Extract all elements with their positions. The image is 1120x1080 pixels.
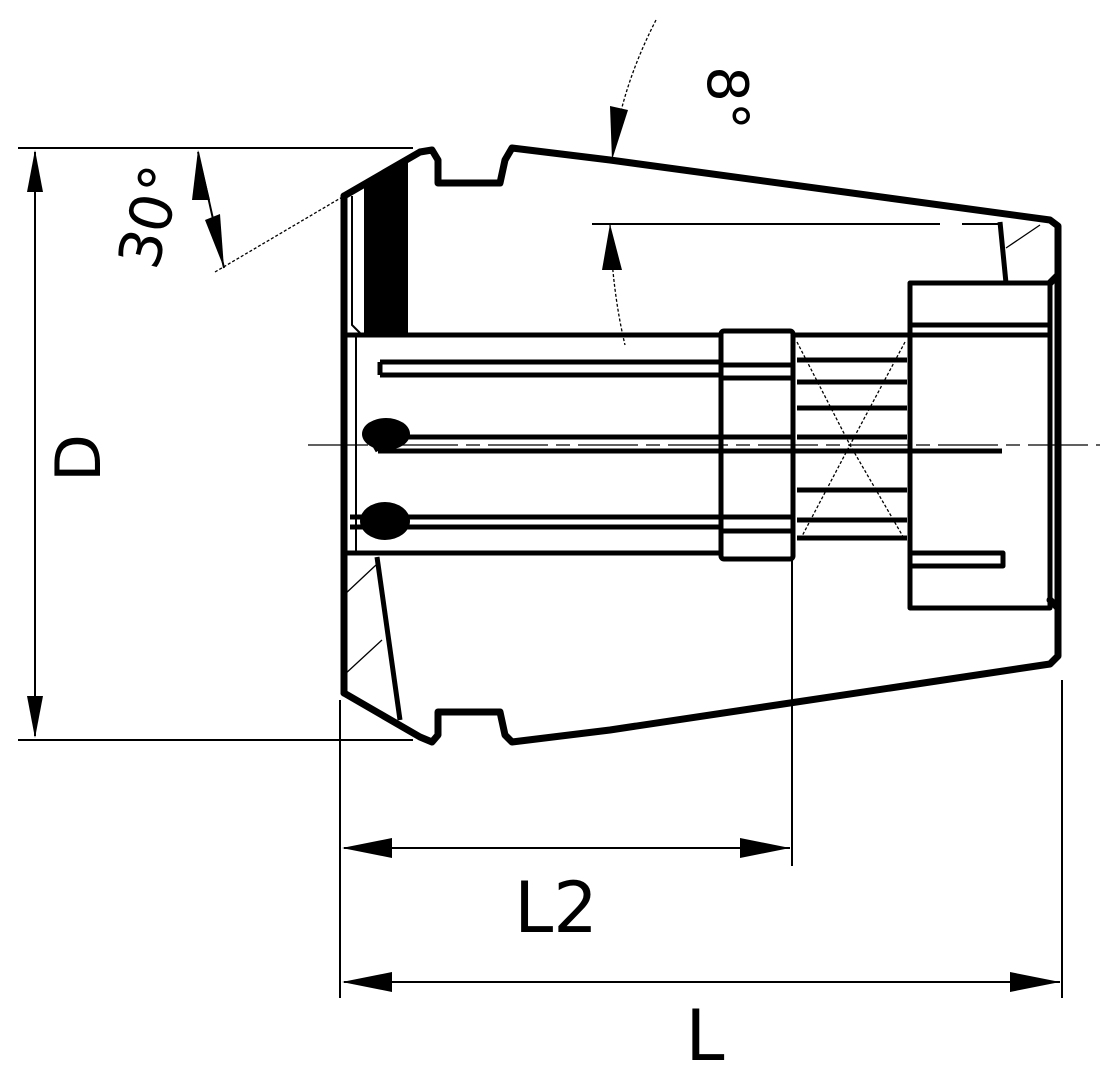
slot-center bbox=[362, 418, 1002, 454]
dimension-L bbox=[342, 680, 1063, 998]
rear-block bbox=[907, 221, 1053, 611]
dimension-D-label: D bbox=[42, 434, 115, 482]
dimension-30deg bbox=[192, 150, 345, 273]
slot-bottom bbox=[350, 502, 720, 540]
dimension-L-label: L bbox=[686, 995, 725, 1077]
thread-zone bbox=[793, 332, 910, 541]
slot-top bbox=[377, 359, 720, 378]
dimension-8deg-label: 8° bbox=[694, 66, 759, 130]
front-section-bottom bbox=[343, 556, 403, 721]
dimension-8deg bbox=[592, 19, 1000, 346]
dimension-30deg-label: 30° bbox=[105, 158, 197, 275]
front-section-top bbox=[351, 162, 408, 334]
dimension-D bbox=[18, 147, 413, 741]
dimension-L2 bbox=[339, 560, 793, 998]
dimension-L2-label: L2 bbox=[514, 867, 598, 949]
